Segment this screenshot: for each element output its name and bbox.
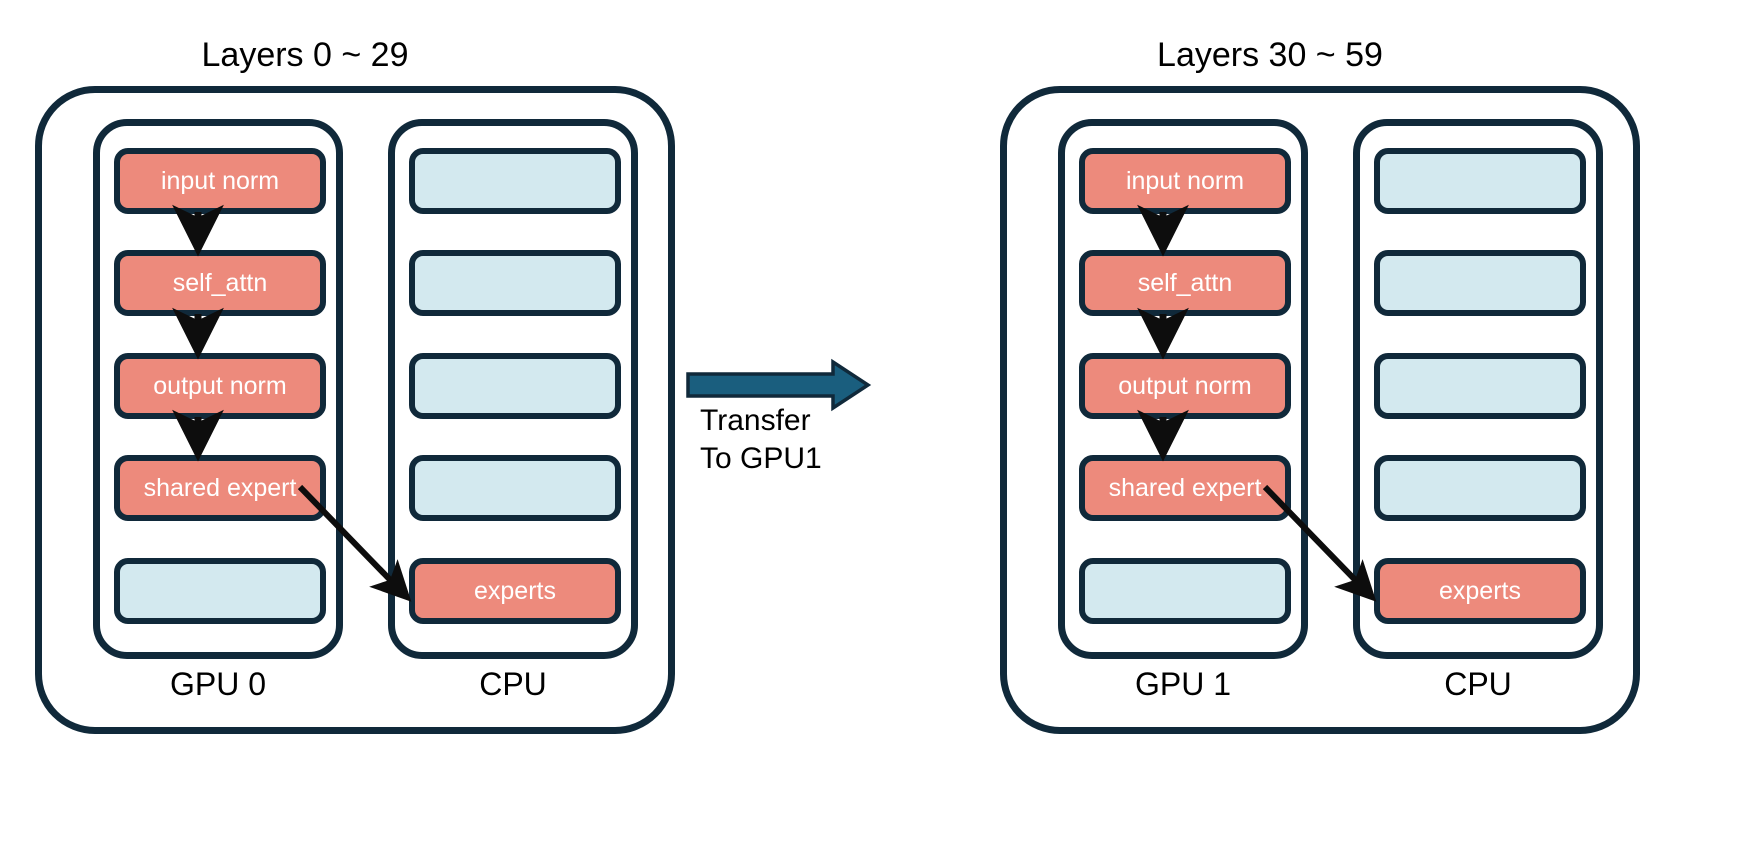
block-output-norm[interactable]: output norm (114, 353, 326, 419)
block-input-norm[interactable]: input norm (114, 148, 326, 214)
transfer-label: Transfer To GPU1 (700, 402, 822, 479)
block-expert-slot[interactable] (1374, 250, 1586, 316)
block-input-norm[interactable]: input norm (1079, 148, 1291, 214)
block-label: shared expert (143, 473, 297, 502)
block-label: experts (1439, 576, 1521, 605)
cpu-column-left: experts (388, 119, 638, 659)
block-expert-slot[interactable] (409, 148, 621, 214)
block-label: self_attn (1137, 268, 1233, 297)
block-placeholder[interactable] (1079, 558, 1291, 624)
block-shared-expert[interactable]: shared expert (1079, 455, 1291, 521)
cpu-label-left: CPU (479, 666, 547, 702)
gpu-column-right: input norm self_attn output norm shared … (1058, 119, 1308, 659)
device-group-left: input norm self_attn output norm shared … (35, 86, 675, 734)
block-label: experts (474, 576, 556, 605)
block-self-attn[interactable]: self_attn (1079, 250, 1291, 316)
block-expert-slot[interactable] (409, 250, 621, 316)
block-self-attn[interactable]: self_attn (114, 250, 326, 316)
group-title-right: Layers 30 ~ 59 (1157, 36, 1383, 74)
block-expert-slot[interactable] (1374, 455, 1586, 521)
cpu-label-right: CPU (1444, 666, 1512, 702)
group-title-left: Layers 0 ~ 29 (201, 36, 409, 74)
block-expert-slot[interactable] (409, 455, 621, 521)
gpu-label-right: GPU 1 (1134, 666, 1232, 702)
block-placeholder[interactable] (114, 558, 326, 624)
block-output-norm[interactable]: output norm (1079, 353, 1291, 419)
block-label: input norm (1125, 166, 1245, 195)
gpu-column-left: input norm self_attn output norm shared … (93, 119, 343, 659)
block-label: input norm (160, 166, 280, 195)
transfer-label-line2: To GPU1 (700, 442, 822, 476)
device-group-right: input norm self_attn output norm shared … (1000, 86, 1640, 734)
block-experts[interactable]: experts (409, 558, 621, 624)
block-expert-slot[interactable] (1374, 148, 1586, 214)
block-shared-expert[interactable]: shared expert (114, 455, 326, 521)
block-label: self_attn (172, 268, 268, 297)
block-experts[interactable]: experts (1374, 558, 1586, 624)
transfer-label-line1: Transfer (700, 404, 811, 437)
block-expert-slot[interactable] (1374, 353, 1586, 419)
block-label: shared expert (1108, 473, 1262, 502)
gpu-label-left: GPU 0 (169, 666, 267, 702)
block-expert-slot[interactable] (409, 353, 621, 419)
block-label: output norm (1118, 371, 1252, 400)
cpu-column-right: experts (1353, 119, 1603, 659)
block-label: output norm (153, 371, 287, 400)
